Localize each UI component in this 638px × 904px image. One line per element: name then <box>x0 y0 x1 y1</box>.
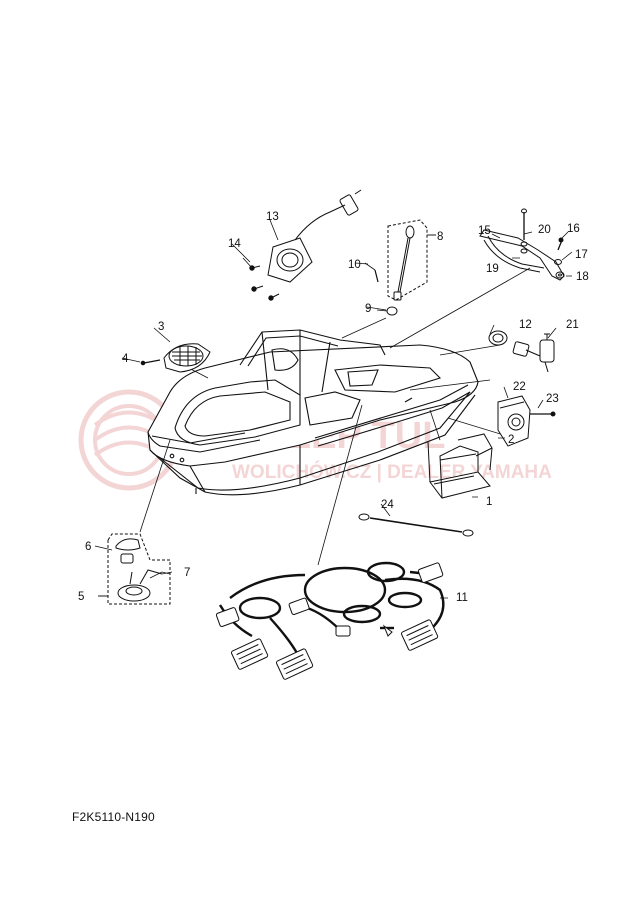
callout-24: 24 <box>381 499 394 511</box>
callout-1: 1 <box>486 496 492 508</box>
callout-13: 13 <box>266 211 279 223</box>
boat-hull <box>147 329 479 496</box>
callout-11: 11 <box>456 592 468 604</box>
callout-9: 9 <box>365 303 371 315</box>
callout-8: 8 <box>437 231 443 243</box>
part-17-washer <box>554 259 562 265</box>
part-14-screws <box>242 257 280 301</box>
part-9-grommet <box>376 306 398 316</box>
callout-2: 2 <box>508 434 514 446</box>
watermark-subtitle: WOLICHÓW.CZ | DEALER YAMAHA <box>232 461 552 483</box>
harness-connectors <box>215 562 444 680</box>
part-18-nut <box>555 271 565 279</box>
callout-18: 18 <box>576 271 589 283</box>
part-7-light-base <box>117 569 171 602</box>
callout-10: 10 <box>348 259 361 271</box>
part-23-bolt <box>530 411 556 417</box>
callout-23: 23 <box>546 393 559 405</box>
diagram-code: F2K5110-N190 <box>72 810 155 824</box>
part-12-seal-ring <box>488 330 508 346</box>
callout-15: 15 <box>478 225 491 237</box>
part-2-strap <box>457 433 493 471</box>
callout-21: 21 <box>566 319 579 331</box>
callout-labels <box>94 219 573 599</box>
callout-4: 4 <box>122 353 129 365</box>
part-21-sender-unit <box>512 333 555 373</box>
part-3-speaker-grille <box>163 343 211 373</box>
part-10-small-pin <box>364 262 379 283</box>
callout-17: 17 <box>575 249 588 261</box>
part-6-lens-cover <box>115 538 141 564</box>
callout-3: 3 <box>158 321 164 333</box>
part-16-bolt <box>557 237 564 251</box>
callout-20: 20 <box>538 224 551 236</box>
part-22-control-unit <box>497 395 531 447</box>
callout-7: 7 <box>184 567 190 579</box>
callout-12: 12 <box>519 319 532 331</box>
part-4-screw <box>140 359 161 366</box>
part-13-speaker-assembly <box>267 189 362 283</box>
callout-16: 16 <box>567 223 580 235</box>
callout-numbers: 1 2 3 4 5 6 7 8 9 10 11 12 13 14 15 16 1… <box>78 211 589 604</box>
part-1-battery-box <box>427 441 491 499</box>
callout-19: 19 <box>486 263 499 275</box>
callout-6: 6 <box>85 541 91 553</box>
part-24-cable <box>358 513 474 537</box>
part-20-bolt <box>520 208 528 254</box>
part-8-antenna-group <box>387 219 436 301</box>
callout-5: 5 <box>78 591 84 603</box>
callout-14: 14 <box>228 238 241 250</box>
callout-22: 22 <box>513 381 526 393</box>
